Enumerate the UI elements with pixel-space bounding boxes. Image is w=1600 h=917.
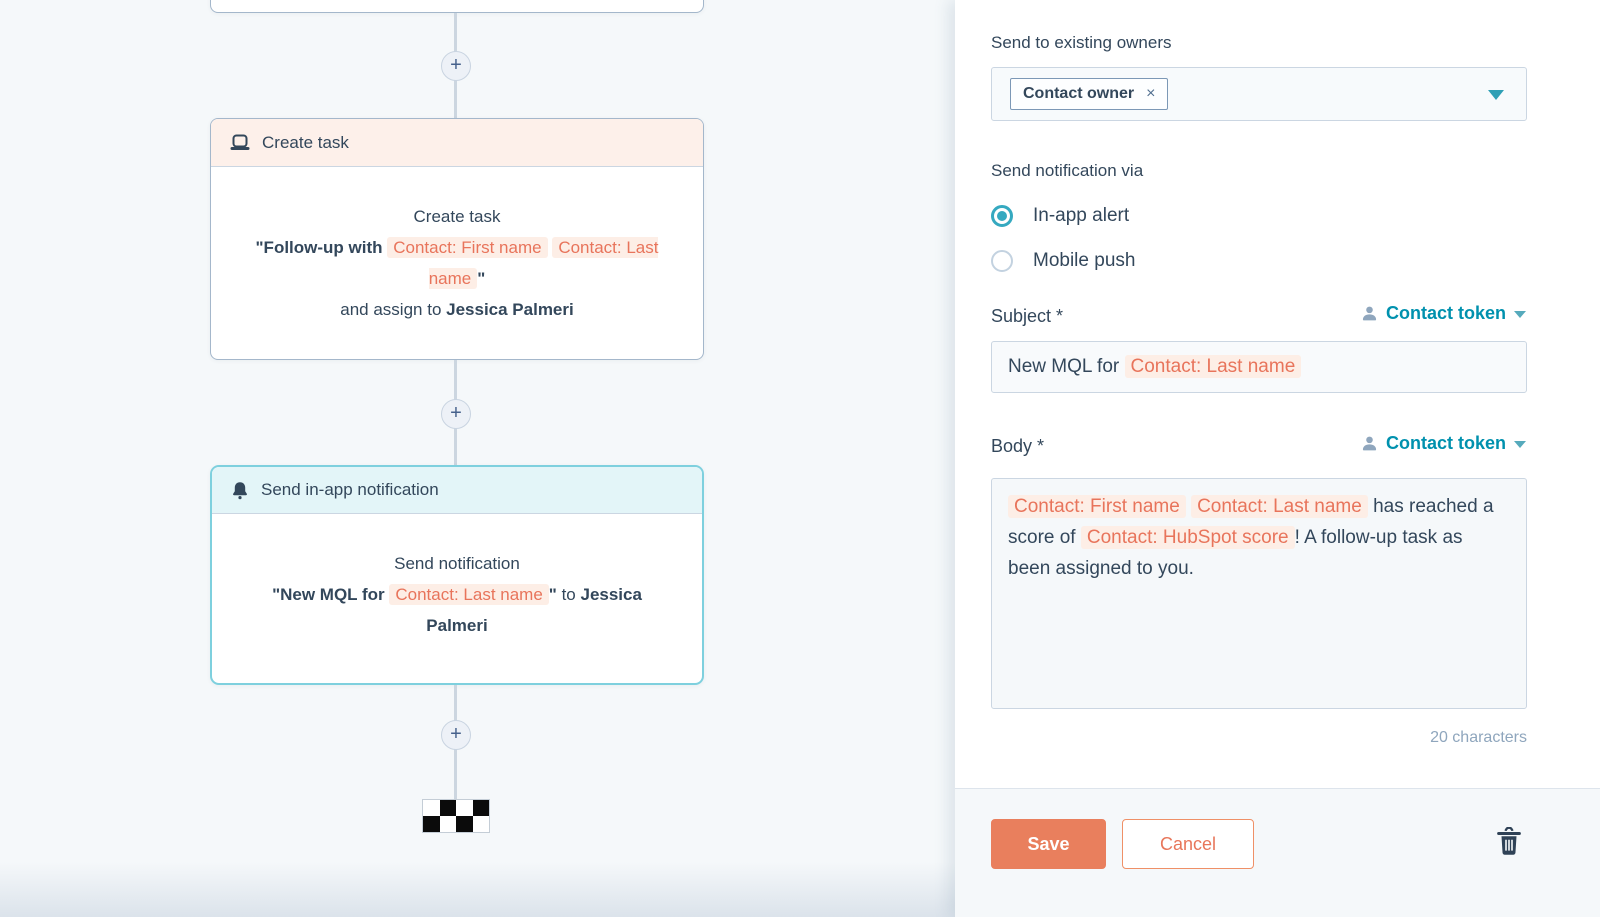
body-label: Body * [991,436,1045,456]
text-segment: and assign to [340,300,447,319]
personalization-token: Contact: Last name [1191,495,1368,518]
text-segment: " [477,269,486,288]
bell-icon [230,480,250,501]
save-button[interactable]: Save [991,819,1106,869]
subject-input[interactable]: New MQL for Contact: Last name [991,341,1527,393]
text-segment: "New MQL for [272,585,390,604]
node-summary: Send notification "New MQL for Contact: … [212,514,702,671]
personalization-token: Contact: First name [1008,495,1186,518]
workflow-node-previous[interactable] [210,0,704,13]
node-summary-line: Create task [413,207,501,226]
owner-select[interactable]: Contact owner × [991,67,1527,121]
radio-label: In-app alert [1033,205,1130,226]
node-summary-line: and assign to Jessica Palmeri [251,294,663,325]
action-settings-panel: Send to existing owners Contact owner × … [955,0,1600,917]
cancel-button[interactable]: Cancel [1122,819,1254,869]
node-summary-line: "New MQL for Contact: Last name" to Jess… [252,579,662,641]
node-header: Send in-app notification [212,467,702,514]
caret-down-icon [1514,311,1526,318]
delete-action-button[interactable] [1495,826,1523,857]
subject-label: Subject * [991,306,1064,326]
personalization-token: Contact: HubSpot score [1080,526,1295,549]
send-via-label: Send notification via [991,161,1144,180]
panel-footer: Save Cancel [955,788,1600,917]
text-segment: ! A follow-up task as been assigned to y… [1008,527,1463,579]
character-counter: 20 characters [1430,729,1527,746]
text-segment: Jessica Palmeri [426,585,642,635]
node-title: Create task [262,132,349,152]
body-value: Contact: First name Contact: Last name h… [1008,495,1494,579]
contact-person-icon [1362,436,1377,451]
workflow-canvas: + Create task Create task "Follow-up wit… [0,0,955,917]
personalization-token: Contact: First name [387,237,548,258]
node-header: Create task [211,119,703,167]
canvas-bottom-shadow [0,862,955,917]
node-title: Send in-app notification [261,480,439,499]
radio-label: Mobile push [1033,250,1136,271]
contact-token-label: Contact token [1385,303,1506,323]
text-segment: Jessica Palmeri [446,300,574,319]
node-summary-line: Send notification [394,554,520,573]
owner-tag[interactable]: Contact owner × [1010,78,1169,110]
add-action-button[interactable]: + [441,51,471,81]
radio-selected-icon[interactable] [991,205,1013,227]
radio-in-app-alert[interactable]: In-app alert [991,205,1129,227]
text-segment: "Follow-up with [255,238,388,257]
node-summary-line: "Follow-up with Contact: First name Cont… [251,232,663,294]
text-segment: " [548,585,557,604]
body-contact-token-link[interactable]: Contact token [1361,433,1526,454]
add-action-button[interactable]: + [441,720,471,750]
text-segment: New MQL for [1008,356,1125,377]
end-flag-icon [422,799,490,833]
caret-down-icon [1514,441,1526,448]
radio-unselected-icon[interactable] [991,250,1013,272]
personalization-token: Contact: Last name [1124,355,1302,378]
contact-token-label: Contact token [1385,433,1506,453]
workflow-node-send-notification[interactable]: Send in-app notification Send notificati… [210,465,704,685]
radio-mobile-push[interactable]: Mobile push [991,250,1135,272]
subject-contact-token-link[interactable]: Contact token [1361,303,1526,324]
add-action-button[interactable]: + [441,399,471,429]
task-icon [229,132,251,154]
text-segment: to [556,585,581,604]
personalization-token: Contact: Last name [389,584,549,605]
contact-person-icon [1362,306,1377,321]
owner-tag-label: Contact owner [1023,85,1135,102]
workflow-node-create-task[interactable]: Create task Create task "Follow-up with … [210,118,704,360]
remove-tag-icon[interactable]: × [1146,85,1156,102]
body-textarea[interactable]: Contact: First name Contact: Last name h… [991,478,1527,709]
send-to-label: Send to existing owners [991,33,1172,52]
dropdown-caret-icon[interactable] [1488,90,1504,100]
node-summary: Create task "Follow-up with Contact: Fir… [211,167,703,355]
text-segment: has reached a score of [1008,496,1494,548]
subject-value: New MQL for Contact: Last name [1008,355,1302,378]
